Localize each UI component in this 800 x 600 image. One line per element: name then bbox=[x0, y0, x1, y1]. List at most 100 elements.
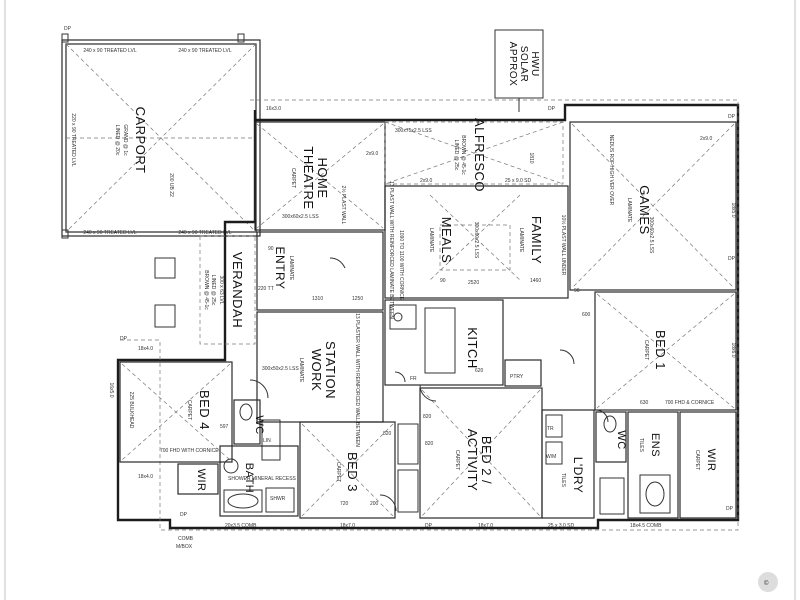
dim-20x3-5: 20x3.5 COMB bbox=[225, 523, 257, 529]
alfresco-lined: LINED @ 25c bbox=[453, 140, 459, 171]
bed2-label-1: BED 2 / bbox=[479, 436, 494, 484]
dim-16x3: 16x3.0 bbox=[266, 106, 281, 112]
bed2-label-2: ACTIVITY bbox=[465, 429, 480, 492]
dim-90-a: 90 bbox=[440, 278, 446, 284]
carport-bottom-beam: 240 x 90 TREATED LVL bbox=[83, 230, 137, 236]
wc-right-label: WC bbox=[615, 430, 627, 449]
dp-1: DP bbox=[64, 26, 72, 32]
dim-1460: 1460 bbox=[530, 278, 541, 284]
dim-18x4-a: 18x4.0 bbox=[138, 474, 153, 480]
carport bbox=[61, 33, 261, 239]
carport-bottom-beam-2: 240 x 90 TREATED LVL bbox=[178, 230, 232, 236]
carport-left-beam: 220 x 90 TREATED LVL bbox=[70, 113, 76, 167]
games-room bbox=[569, 121, 737, 291]
theatre-lss: 300x60x2.5 LSS bbox=[282, 214, 319, 220]
bed1-floor: CARPET bbox=[643, 340, 649, 360]
mbox-label: M/BOX bbox=[176, 544, 193, 550]
entry-plast-note: 13 PLAST WALL WITH REINFORCED LAMINATE B… bbox=[388, 181, 394, 319]
wc-right bbox=[595, 411, 627, 463]
home-theatre bbox=[254, 121, 386, 231]
family-floor: LAMINATE bbox=[518, 228, 524, 253]
dp-5: DP bbox=[120, 336, 128, 342]
bathroom bbox=[219, 445, 299, 517]
bed4-label: BED 4 bbox=[197, 390, 212, 430]
games-lss: 300x60x2.5 LSS bbox=[648, 217, 654, 254]
kitchen bbox=[384, 299, 504, 386]
bed3-floor: CARPET bbox=[335, 462, 341, 482]
dim-630: 630 bbox=[640, 400, 649, 406]
dim-1310: 1310 bbox=[312, 296, 323, 302]
bed-4 bbox=[119, 361, 233, 463]
bed4-floor: CARPET bbox=[186, 400, 192, 420]
carport-top-beam-2: 240 x 90 TREATED LVL bbox=[178, 48, 232, 54]
dim-620: 620 bbox=[475, 368, 484, 374]
family-label: FAMILY bbox=[529, 216, 544, 264]
alfresco-label: ALFRESCO bbox=[472, 118, 487, 192]
dim-25x9: 25 x 9.0 SD bbox=[505, 178, 532, 184]
watermark-label: © bbox=[764, 580, 769, 587]
wir-right-label: WIR bbox=[705, 449, 717, 472]
wir-left bbox=[177, 463, 219, 495]
verandah-label: VERANDAH bbox=[230, 252, 245, 328]
dim-2x9-b: 2x9.0 bbox=[420, 178, 432, 184]
hwu-label-1: APPROX bbox=[507, 42, 518, 87]
pantry-label: PTRY bbox=[510, 374, 524, 380]
wir-right bbox=[679, 411, 737, 519]
dim-1810: 1810 bbox=[528, 152, 534, 163]
dim-720-b: 720 bbox=[340, 501, 349, 507]
work-label-2: STATION bbox=[323, 341, 338, 399]
wm-label: W/M bbox=[546, 454, 556, 460]
verandah-lined: LINED @ 25c bbox=[210, 275, 216, 306]
work-floor: LAMINATE bbox=[298, 358, 304, 383]
bed3-label: BED 3 bbox=[345, 452, 360, 492]
dim-18x4-b: 18x4.0 bbox=[138, 346, 153, 352]
dim-18x7-b: 18x7.0 bbox=[478, 523, 493, 529]
wir-left-label: WIR bbox=[195, 469, 207, 492]
lin-label: LIN bbox=[263, 438, 271, 444]
dp-7: DP bbox=[425, 523, 433, 529]
dp-2: DP bbox=[548, 106, 556, 112]
ensuite-tiles: TILES bbox=[638, 438, 644, 453]
carport-mid-beam: 200 UB 22 bbox=[168, 173, 174, 197]
solar-hwu bbox=[494, 29, 544, 112]
carport-top-beam: 240 x 90 TREATED LVL bbox=[83, 48, 137, 54]
wc-middle-label: WC bbox=[253, 415, 265, 434]
games-label: GAMES bbox=[637, 185, 652, 234]
work-plast: 13 PLASTER WALL WITH REINFORCED WALL BET… bbox=[354, 313, 360, 447]
ensuite bbox=[599, 411, 679, 519]
bed-1 bbox=[594, 291, 737, 411]
dim-220: 220 TT bbox=[258, 286, 274, 292]
verandah bbox=[154, 235, 256, 345]
work-lss: 300x50x2.5 LSS bbox=[262, 366, 299, 372]
alfresco-lss: 300x75x2.5 LSS bbox=[395, 128, 432, 134]
alfresco bbox=[384, 121, 564, 185]
bed2-floor: CARPET bbox=[454, 450, 460, 470]
house-outline bbox=[116, 99, 740, 531]
entry-floor: LAMINATE bbox=[288, 256, 294, 281]
dp-6: DP bbox=[180, 512, 188, 518]
home-theatre-floor: CARPET bbox=[290, 168, 296, 188]
hwu-label-3: HWU bbox=[529, 51, 540, 76]
meals-family bbox=[384, 185, 569, 299]
bed4-bulkhead: 225 BULKHEAD bbox=[128, 392, 134, 429]
dim-18x6: 18x6.0 bbox=[730, 342, 736, 357]
bath-label: BATH bbox=[243, 463, 255, 494]
entry bbox=[256, 231, 384, 311]
bed1-fhd: 700 FHD & CORNICE bbox=[665, 400, 715, 406]
dim-820-a: 820 bbox=[423, 414, 432, 420]
bed1-label: BED 1 bbox=[653, 330, 668, 370]
games-floor: LAMINATE bbox=[626, 198, 632, 223]
carport-lined-note: LINED @ 20c bbox=[114, 125, 120, 156]
home-theatre-label: HOME bbox=[315, 158, 330, 199]
laundry-label: L'DRY bbox=[571, 457, 585, 494]
entry-to-note: 1090 TO 1100 WITH CORNICE bbox=[398, 230, 404, 301]
games-rof: NEDUS ROF HIGH VER OVER bbox=[608, 135, 614, 206]
dim-25x3: 25 x 3.0 SD bbox=[548, 523, 575, 529]
verandah-lvl: 300 x 63 LVL bbox=[218, 275, 224, 304]
ensuite-label: ENS bbox=[649, 433, 661, 457]
meals-floor: LAMINATE bbox=[428, 228, 434, 253]
verandah-brown: BROWN @ 45-1c bbox=[203, 270, 209, 310]
theatre-wall-note: 2½ PLAST WALL bbox=[340, 186, 347, 225]
watermark-badge bbox=[758, 572, 778, 592]
